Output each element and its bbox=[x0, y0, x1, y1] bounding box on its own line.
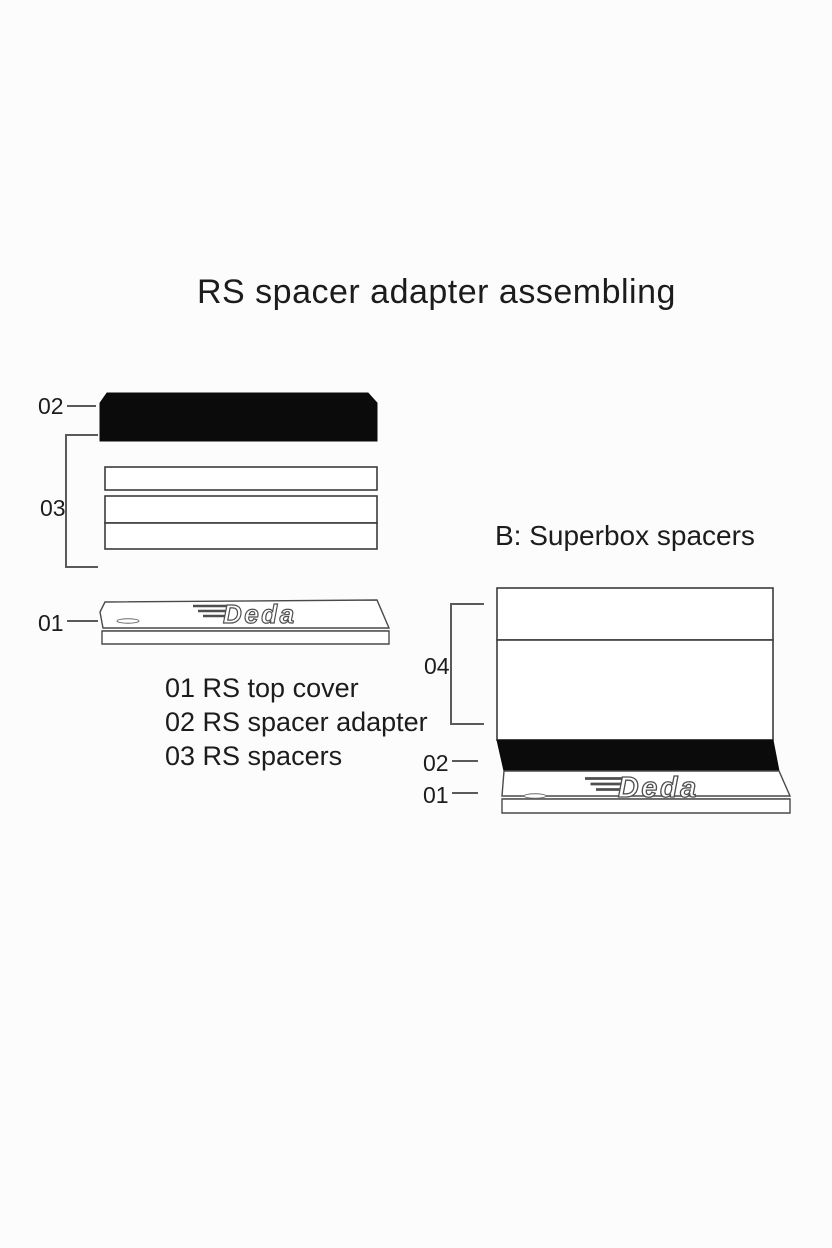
superbox-spacer-2-shape bbox=[496, 639, 774, 741]
top-cover-front-face bbox=[501, 798, 791, 814]
label-a-spacer-adapter: 02 bbox=[38, 393, 64, 419]
spacer-adapter-shape bbox=[496, 739, 780, 772]
legend-item-spacers: 03 RS spacers bbox=[165, 741, 343, 771]
page-title: RS spacer adapter assembling bbox=[197, 273, 676, 311]
spacer-1-shape bbox=[104, 466, 378, 491]
legend-item-spacer-adapter: 02 RS spacer adapter bbox=[165, 707, 428, 737]
legend-item-top-cover: 01 RS top cover bbox=[165, 673, 359, 703]
label-b-top-cover: 01 bbox=[423, 782, 449, 808]
section-b-heading: B: Superbox spacers bbox=[495, 520, 755, 551]
spacer-adapter-shape bbox=[99, 392, 378, 442]
brand-logo: Deda bbox=[193, 598, 297, 630]
label-a-top-cover: 01 bbox=[38, 610, 64, 636]
stacked-view-drawing: Deda bbox=[496, 587, 792, 814]
top-cover-notch bbox=[523, 793, 547, 799]
superbox-spacer-1-shape bbox=[496, 587, 774, 641]
leader-line-a-01 bbox=[67, 620, 98, 622]
top-cover-notch bbox=[116, 618, 140, 624]
legend: 01 RS top cover 02 RS spacer adapter 03 … bbox=[165, 671, 428, 773]
top-cover-top-face bbox=[99, 599, 391, 629]
bracket-a-spacers bbox=[65, 434, 98, 568]
logo-wordmark: Deda bbox=[223, 599, 297, 629]
label-b-spacer-adapter: 02 bbox=[423, 750, 449, 776]
top-cover-front-face bbox=[101, 630, 390, 645]
exploded-view-drawing: Deda bbox=[99, 392, 391, 645]
label-b-spacers: 04 bbox=[424, 653, 450, 679]
leader-line-b-02 bbox=[452, 760, 478, 762]
logo-wordmark: Deda bbox=[618, 772, 699, 804]
bracket-b-spacers bbox=[450, 603, 484, 725]
top-cover-top-face bbox=[501, 770, 792, 797]
leader-line-a-02 bbox=[67, 405, 96, 407]
spacer-3-shape bbox=[104, 522, 378, 550]
spacer-2-shape bbox=[104, 495, 378, 524]
leader-line-b-01 bbox=[452, 792, 478, 794]
label-a-spacers: 03 bbox=[40, 495, 66, 521]
brand-logo: Deda bbox=[585, 772, 699, 805]
